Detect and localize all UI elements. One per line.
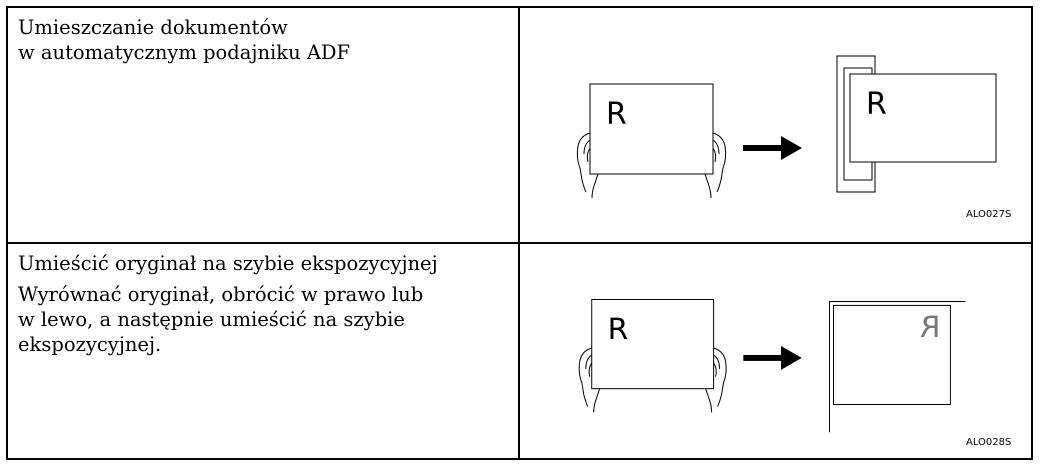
table-row-adf: Umieszczanie dokumentów w automatycznym … — [8, 8, 1031, 244]
hand-held-original-illustration: R — [576, 83, 727, 199]
figure-code: ALO028S — [966, 437, 1012, 448]
original-letter: R — [608, 312, 629, 347]
instruction-description-line: ekspozycyjnej. — [18, 333, 162, 356]
instruction-table: Umieszczanie dokumentów w automatycznym … — [6, 6, 1033, 460]
mirrored-original-letter: R — [920, 310, 941, 345]
adf-feeder-illustration: R — [836, 55, 997, 193]
instruction-description-line: Wyrównać oryginał, obrócić w prawo lub — [18, 283, 424, 306]
arrow-right-icon — [743, 136, 802, 160]
instruction-cell-glass: Umieścić oryginał na szybie ekspozycyjne… — [8, 244, 520, 458]
figure-cell-glass: R — [520, 244, 1031, 458]
instruction-description-line: w lewo, a następnie umieścić na szybie — [18, 308, 405, 331]
instruction-title-line: Umieszczanie dokumentów — [18, 16, 288, 39]
figure-cell-adf: R — [520, 8, 1031, 242]
instruction-title-line: w automatycznym podajniku ADF — [18, 41, 351, 64]
instruction-title: Umieścić oryginał na szybie ekspozycyjne… — [18, 252, 438, 275]
fed-original-letter: R — [866, 87, 887, 122]
instruction-cell-adf: Umieszczanie dokumentów w automatycznym … — [8, 8, 520, 242]
table-row-glass: Umieścić oryginał na szybie ekspozycyjne… — [8, 244, 1031, 458]
exposure-glass-illustration: R — [829, 300, 966, 433]
hand-held-original-illustration: R — [578, 298, 727, 413]
adf-placement-illustration: R — [576, 55, 997, 199]
original-letter: R — [606, 97, 627, 132]
glass-placement-illustration: R — [578, 298, 966, 433]
instruction-description: Wyrównać oryginał, obrócić w prawo lub w… — [18, 282, 508, 357]
arrow-right-icon — [743, 346, 802, 370]
figure-code: ALO027S — [966, 209, 1012, 220]
